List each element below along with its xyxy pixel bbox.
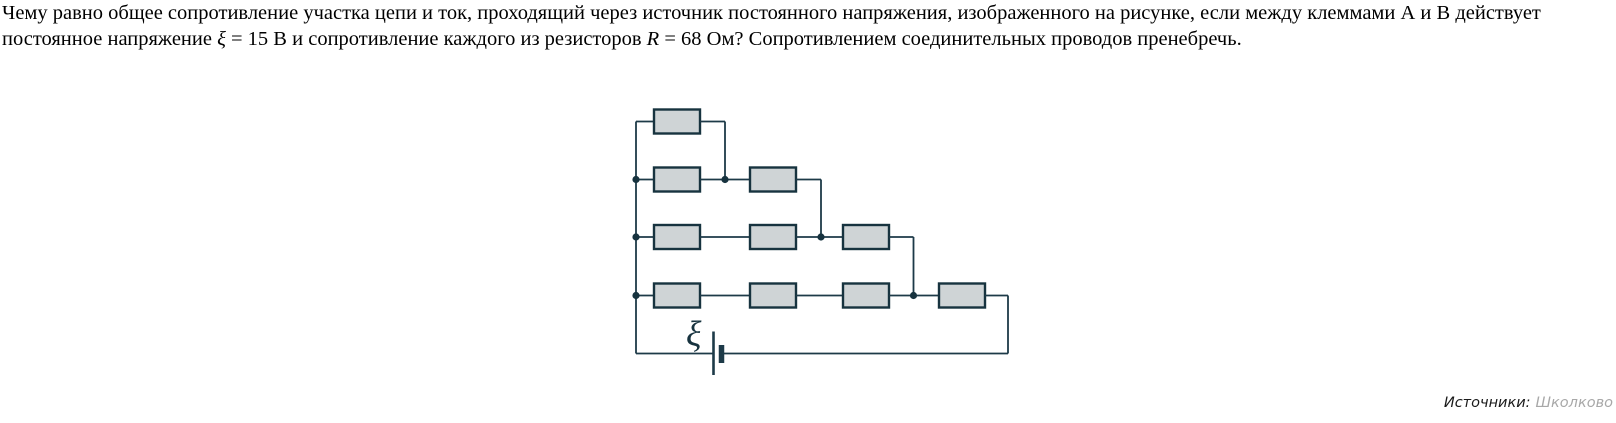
junction-dot [632, 291, 640, 300]
problem-segment: Чему равно общее сопротивление участка ц… [2, 2, 1541, 50]
math-value-voltage: = 15 В [225, 28, 287, 50]
math-r: R [646, 28, 660, 50]
circuit-diagram: ξ [600, 90, 1030, 390]
resistor [841, 282, 891, 309]
resistor [652, 223, 702, 251]
circuit-svg: ξ [632, 108, 1009, 375]
junction-dot [632, 233, 640, 241]
problem-segment: и сопротивление каждого из резисторов [287, 28, 647, 50]
resistor [652, 166, 702, 193]
problem-segment: ? Сопротивлением соединительных проводов… [734, 28, 1242, 50]
resistor [652, 108, 702, 135]
resistor [937, 282, 987, 309]
junction-dot [721, 175, 729, 184]
junction-dot [817, 233, 825, 241]
math-value-resistance: = 68 Ом [659, 28, 735, 50]
sources-footer: Источники:Школково [1444, 395, 1613, 411]
resistor [652, 282, 702, 309]
source-link-shkolkovo[interactable]: Школково [1535, 395, 1613, 411]
resistor [748, 282, 798, 309]
resistor [748, 166, 798, 193]
junction-dot [909, 291, 918, 300]
resistor [748, 223, 798, 251]
emf-label: ξ [686, 314, 702, 354]
problem-text: Чему равно общее сопротивление участка ц… [2, 0, 1564, 52]
junction-dot [632, 175, 640, 184]
math-xi: ξ [217, 28, 226, 50]
sources-label: Источники: [1443, 395, 1531, 411]
resistor [841, 223, 891, 251]
